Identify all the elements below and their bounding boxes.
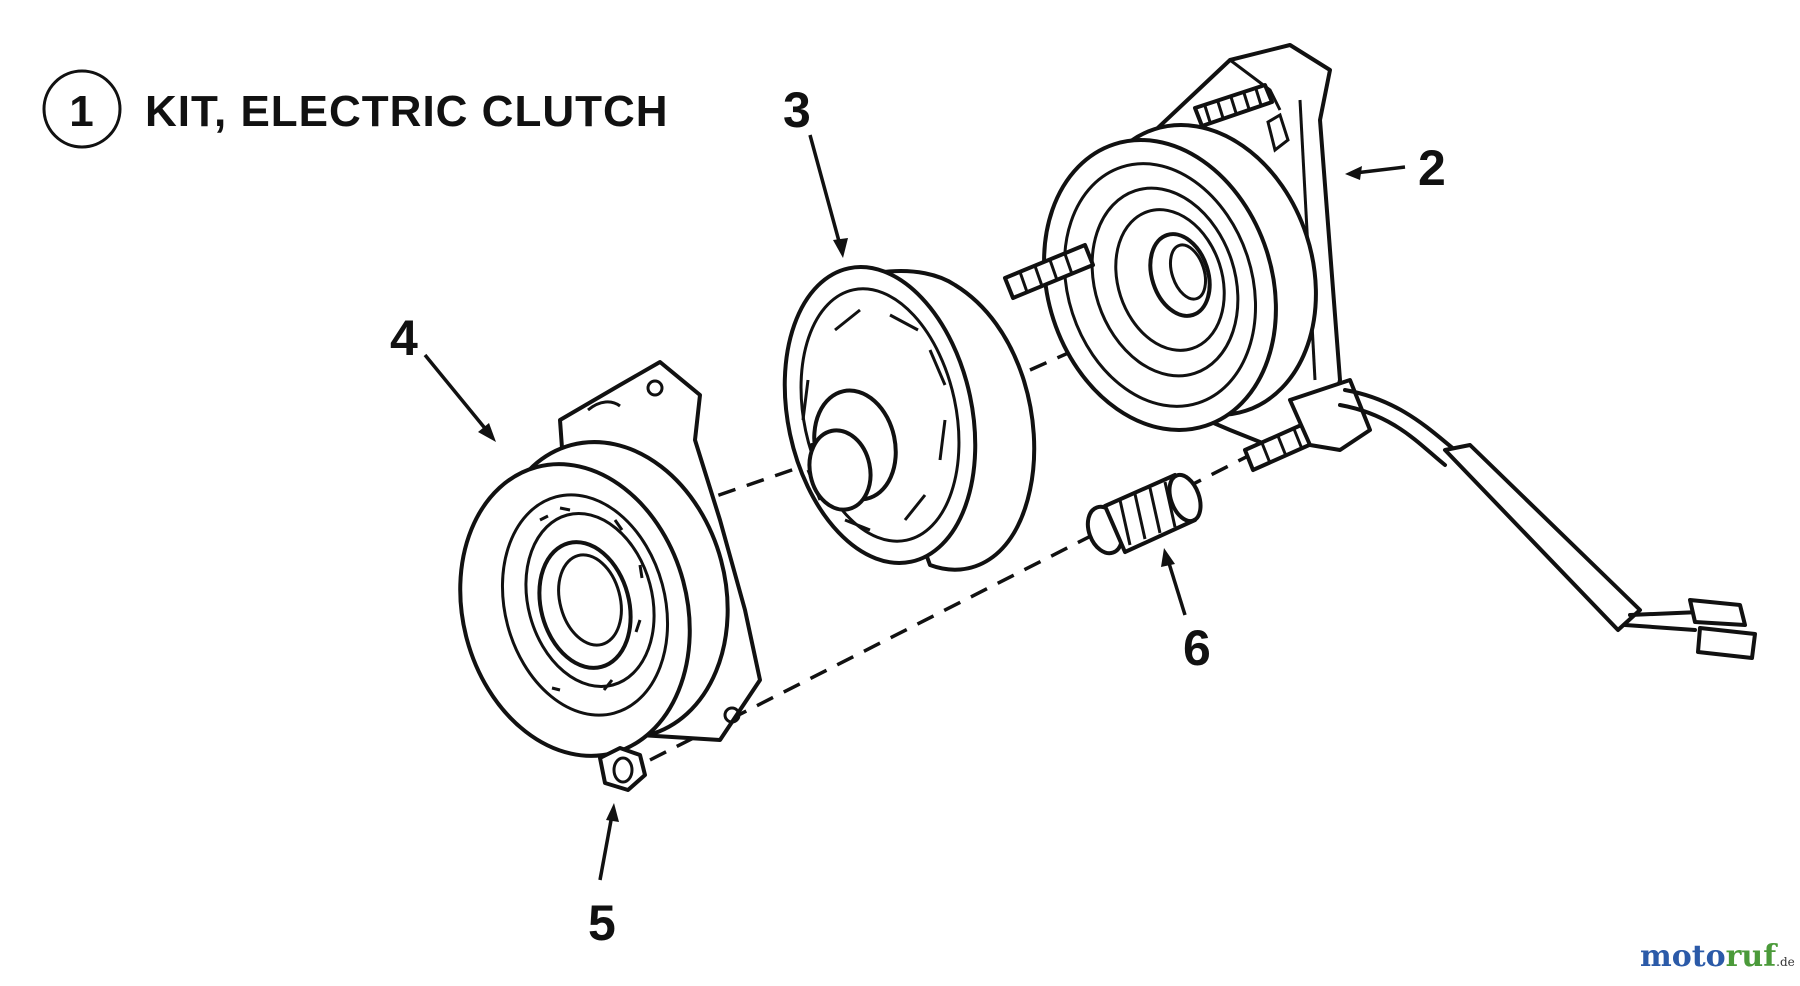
armature-rotor bbox=[782, 265, 1037, 572]
dashed-line-mid bbox=[1029, 328, 1121, 372]
callout-label-5: 5 bbox=[588, 895, 616, 951]
callout-arrows bbox=[423, 134, 1406, 881]
title-number: 1 bbox=[69, 87, 94, 136]
title-number-circle bbox=[42, 69, 122, 149]
title-text: KIT, ELECTRIC CLUTCH bbox=[145, 87, 669, 136]
callout-label-3: 3 bbox=[783, 82, 811, 138]
callout-label-2: 2 bbox=[1418, 140, 1446, 196]
field-coil-bracket bbox=[1003, 43, 1757, 660]
callout-labels: 2 3 4 5 6 bbox=[390, 82, 1446, 951]
title-block: 1 KIT, ELECTRIC CLUTCH bbox=[42, 69, 669, 149]
watermark-text: motoruf.de bbox=[1640, 939, 1795, 974]
pulley-housing bbox=[458, 360, 762, 758]
stud-upper bbox=[1193, 83, 1274, 128]
watermark-suffix: .de bbox=[1776, 955, 1795, 969]
callout-label-4: 4 bbox=[390, 310, 418, 366]
stud-left bbox=[1003, 243, 1095, 300]
watermark-part-b: ruf bbox=[1726, 939, 1779, 974]
callout-label-6: 6 bbox=[1183, 620, 1211, 676]
hex-nut bbox=[598, 746, 647, 792]
watermark-logo: motoruf.de bbox=[1640, 939, 1795, 974]
spring bbox=[1085, 472, 1203, 556]
watermark-part-a: moto bbox=[1640, 939, 1726, 974]
